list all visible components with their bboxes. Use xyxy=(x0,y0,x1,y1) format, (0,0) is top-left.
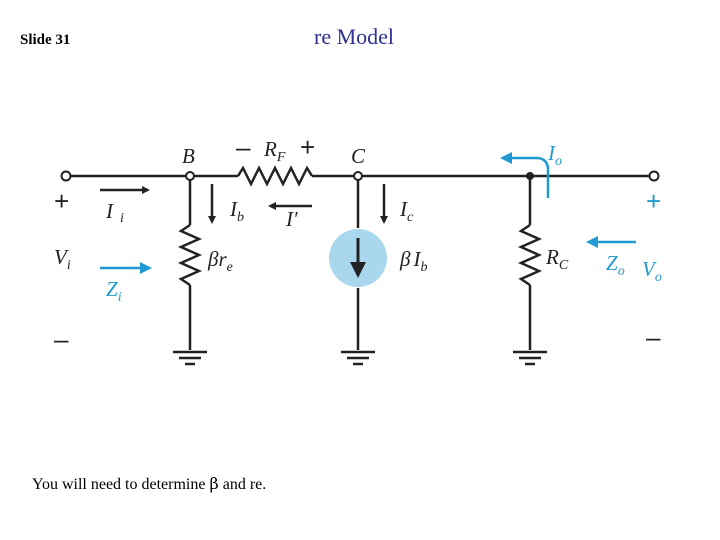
vi-label: Vi xyxy=(54,245,71,273)
output-plus: + xyxy=(646,186,661,216)
rc-resistor xyxy=(517,223,543,287)
current-arrows xyxy=(100,184,388,224)
slide-number: Slide 31 xyxy=(20,32,71,48)
circuit-wires xyxy=(70,165,650,366)
ib-label: Ib xyxy=(229,197,244,225)
current-source-arrow xyxy=(350,262,366,278)
node-rc-dot xyxy=(526,172,534,180)
ground-c xyxy=(341,350,375,366)
beta-symbol: β xyxy=(209,474,219,493)
io-arrow xyxy=(500,152,512,164)
node-b-dot xyxy=(185,171,195,181)
zi-arrow xyxy=(140,262,152,274)
rc-label: RC xyxy=(545,245,569,273)
rf-resistor xyxy=(236,165,314,187)
rf-plus: + xyxy=(300,132,315,162)
ground-rc xyxy=(513,350,547,366)
bre-resistor xyxy=(177,223,203,287)
footnote-prefix: You will need to determine xyxy=(32,476,210,493)
footnote-suffix: and re. xyxy=(218,476,267,493)
bre-label: βre xyxy=(207,247,233,275)
node-b-label: B xyxy=(182,144,195,168)
input-plus: + xyxy=(54,186,69,216)
input-terminal xyxy=(60,170,72,182)
ic-label: Ic xyxy=(399,197,414,225)
zi-label: Zi xyxy=(106,277,122,305)
ground-b xyxy=(173,350,207,366)
output-terminal xyxy=(648,170,660,182)
rf-label: RF xyxy=(263,137,286,165)
input-minus: – xyxy=(54,324,69,354)
footnote: You will need to determine β and re. xyxy=(32,474,266,494)
io-label: Io xyxy=(547,141,562,169)
node-c-dot xyxy=(353,171,363,181)
zo-arrow xyxy=(586,236,598,248)
slide-title: re Model xyxy=(314,24,395,49)
blue-arrows xyxy=(100,152,636,274)
node-c-label: C xyxy=(351,144,366,168)
output-minus: – xyxy=(646,322,661,352)
iprime-label: I′ xyxy=(285,207,298,231)
vo-label: Vo xyxy=(642,257,662,285)
zo-label: Zo xyxy=(606,251,625,279)
rf-minus: – xyxy=(236,132,251,162)
